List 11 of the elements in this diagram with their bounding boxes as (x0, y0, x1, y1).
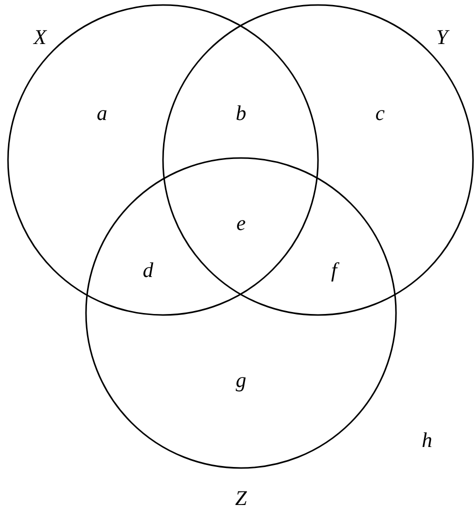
region-label: e (236, 212, 246, 234)
set-label: Y (436, 26, 448, 48)
region-label: f (331, 259, 337, 281)
region-label: g (236, 369, 246, 391)
set-label: X (34, 26, 46, 48)
region-label: h (422, 429, 432, 451)
region-label: a (96, 102, 108, 124)
set-label: Z (235, 487, 247, 509)
region-label: d (142, 259, 154, 281)
region-label: c (375, 102, 385, 124)
region-label: b (236, 102, 246, 124)
